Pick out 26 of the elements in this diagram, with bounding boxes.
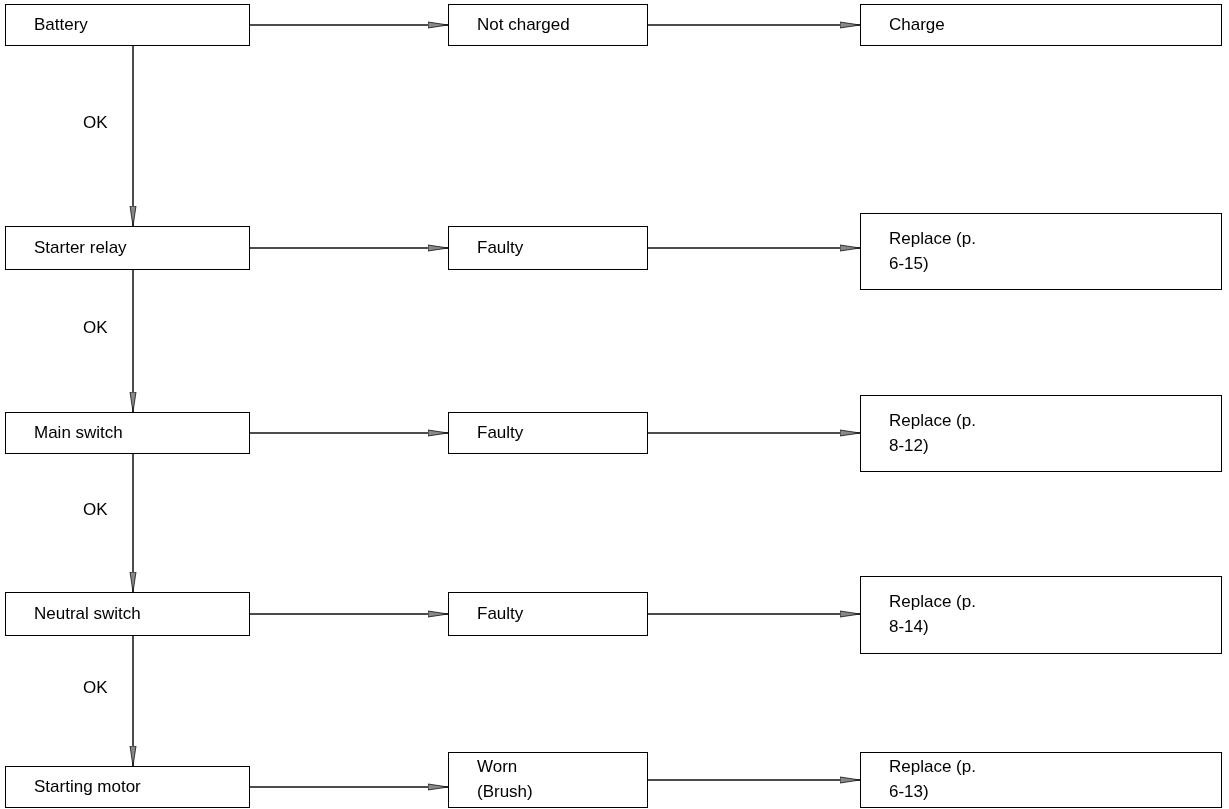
process-box: Faulty: [448, 226, 648, 270]
edge-label: OK: [83, 679, 108, 696]
process-box: Starting motor: [5, 766, 250, 808]
process-box: Main switch: [5, 412, 250, 454]
process-box: Faulty: [448, 412, 648, 454]
process-box: Starter relay: [5, 226, 250, 270]
arrow: [647, 244, 861, 252]
arrow: [647, 429, 861, 437]
edge-label: OK: [83, 501, 108, 518]
process-box: Worn (Brush): [448, 752, 648, 808]
arrow: [249, 429, 449, 437]
process-box: Not charged: [448, 4, 648, 46]
process-box: Battery: [5, 4, 250, 46]
process-box: Charge: [860, 4, 1222, 46]
arrow: [647, 21, 861, 29]
arrow: [129, 45, 137, 227]
process-box: Replace (p. 6-13): [860, 752, 1222, 808]
process-box: Faulty: [448, 592, 648, 636]
process-box: Replace (p. 8-14): [860, 576, 1222, 654]
process-box: Neutral switch: [5, 592, 250, 636]
edge-label: OK: [83, 114, 108, 131]
edge-label: OK: [83, 319, 108, 336]
process-box: Replace (p. 8-12): [860, 395, 1222, 472]
process-box: Replace (p. 6-15): [860, 213, 1222, 290]
arrow: [129, 453, 137, 593]
arrow: [647, 610, 861, 618]
